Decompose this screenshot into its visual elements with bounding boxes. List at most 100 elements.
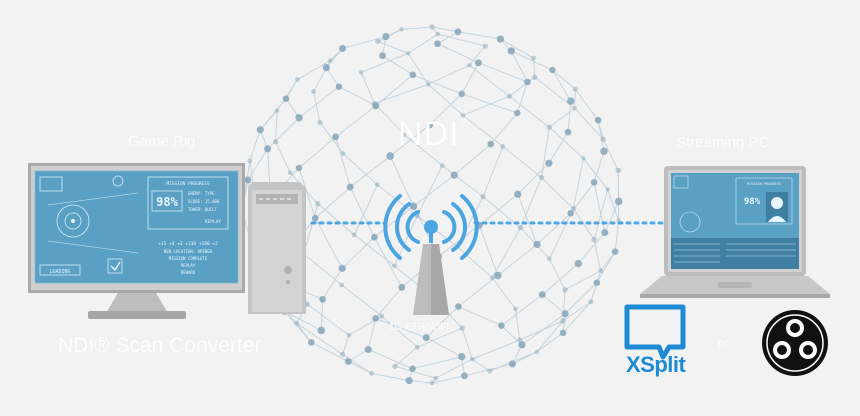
globe-link bbox=[552, 69, 576, 90]
globe-link bbox=[413, 174, 455, 207]
globe-node bbox=[382, 32, 390, 41]
globe-node bbox=[593, 279, 601, 286]
globe-node bbox=[591, 236, 597, 243]
or-label: or bbox=[718, 336, 729, 350]
stream-mission-progress-text: MISSION PROGRESS bbox=[747, 182, 781, 186]
globe-node bbox=[369, 370, 374, 376]
globe-node bbox=[545, 159, 553, 167]
globe-node bbox=[513, 306, 518, 312]
globe-link bbox=[314, 186, 351, 219]
globe-link bbox=[472, 358, 491, 372]
xsplit-label-text: XSplit bbox=[626, 352, 686, 377]
globe-node bbox=[598, 268, 604, 274]
globe-node bbox=[392, 263, 397, 269]
globe-node bbox=[429, 24, 435, 30]
globe-node bbox=[434, 40, 441, 48]
xsplit-logo-icon bbox=[624, 304, 686, 360]
globe-link bbox=[562, 301, 592, 322]
globe-link bbox=[536, 320, 564, 353]
globe-node bbox=[600, 147, 608, 155]
globe-link bbox=[461, 327, 473, 360]
globe-node bbox=[572, 86, 578, 92]
globe-link bbox=[491, 277, 516, 310]
globe-link bbox=[437, 31, 459, 45]
globe-link bbox=[313, 91, 321, 123]
ndi-title-text: NDI bbox=[398, 115, 460, 153]
globe-node bbox=[371, 100, 378, 107]
loading-text: LOADING bbox=[49, 269, 70, 275]
globe-node bbox=[461, 372, 468, 380]
score-text: SCORE: 15,000 bbox=[188, 199, 220, 204]
globe-node bbox=[469, 356, 475, 362]
globe-node bbox=[429, 380, 435, 386]
globe-link bbox=[284, 310, 322, 331]
globe-link bbox=[368, 349, 413, 370]
globe-link bbox=[435, 358, 473, 379]
globe-link bbox=[511, 50, 553, 71]
globe-node bbox=[358, 70, 364, 75]
streamer-avatar-icon bbox=[771, 197, 783, 209]
globe-link bbox=[285, 79, 298, 99]
globe-node bbox=[401, 132, 407, 137]
globe-node bbox=[455, 303, 462, 310]
game-rig-label: Game Rig bbox=[128, 133, 196, 150]
globe-node bbox=[547, 256, 552, 262]
globe-node bbox=[386, 152, 394, 160]
globe-link bbox=[389, 124, 430, 157]
globe-node bbox=[425, 121, 434, 129]
globe-node bbox=[328, 58, 333, 63]
globe-node bbox=[514, 190, 522, 198]
globe-link bbox=[285, 98, 300, 119]
globe-link bbox=[549, 107, 575, 128]
check-icon bbox=[110, 261, 121, 272]
globe-node bbox=[340, 151, 346, 157]
globe-link bbox=[267, 117, 300, 150]
globe-link bbox=[389, 155, 414, 207]
globe-link bbox=[516, 81, 528, 114]
globe-link bbox=[572, 158, 585, 209]
globe-node bbox=[282, 95, 290, 102]
globe-link bbox=[536, 332, 564, 353]
globe-node bbox=[614, 197, 623, 206]
globe-link bbox=[519, 320, 564, 341]
globe-link bbox=[472, 339, 520, 360]
globe-link bbox=[325, 67, 340, 88]
globe-node bbox=[450, 171, 458, 179]
globe-node bbox=[338, 264, 346, 272]
globe-node bbox=[594, 116, 602, 124]
globe-link bbox=[469, 64, 510, 97]
globe-node bbox=[374, 182, 380, 188]
globe-node bbox=[379, 313, 385, 319]
globe-node bbox=[315, 201, 321, 207]
globe-node bbox=[399, 27, 404, 32]
globe-node bbox=[482, 43, 489, 49]
globe-link bbox=[247, 148, 269, 181]
globe-link bbox=[517, 162, 550, 195]
globe-link bbox=[564, 270, 601, 291]
globe-link bbox=[574, 88, 599, 121]
globe-node bbox=[538, 174, 545, 181]
globe-link bbox=[298, 167, 316, 219]
globe-link bbox=[593, 151, 605, 183]
globe-link bbox=[319, 122, 344, 154]
globe-link bbox=[458, 275, 499, 307]
globe-link bbox=[602, 139, 619, 171]
globe-link bbox=[416, 165, 443, 216]
globe-link bbox=[469, 45, 486, 66]
globe-link bbox=[593, 239, 602, 271]
globe-node bbox=[344, 358, 352, 365]
globe-node bbox=[487, 140, 495, 148]
globe-node bbox=[500, 143, 506, 149]
percent-text: 98% bbox=[156, 195, 178, 209]
globe-link bbox=[517, 194, 538, 245]
globe-node bbox=[351, 232, 357, 238]
globe-link bbox=[453, 143, 492, 176]
globe-link bbox=[417, 327, 463, 348]
globe-link bbox=[461, 93, 518, 114]
obs-logo-icon bbox=[762, 310, 828, 376]
globe-link bbox=[541, 263, 579, 295]
globe-link bbox=[335, 136, 351, 188]
game-rig-monitor: LOADING MISSION PROGRESS 98% ENEMY: TYPE… bbox=[28, 163, 245, 319]
globe-link bbox=[275, 141, 291, 173]
globe-link bbox=[407, 33, 438, 54]
